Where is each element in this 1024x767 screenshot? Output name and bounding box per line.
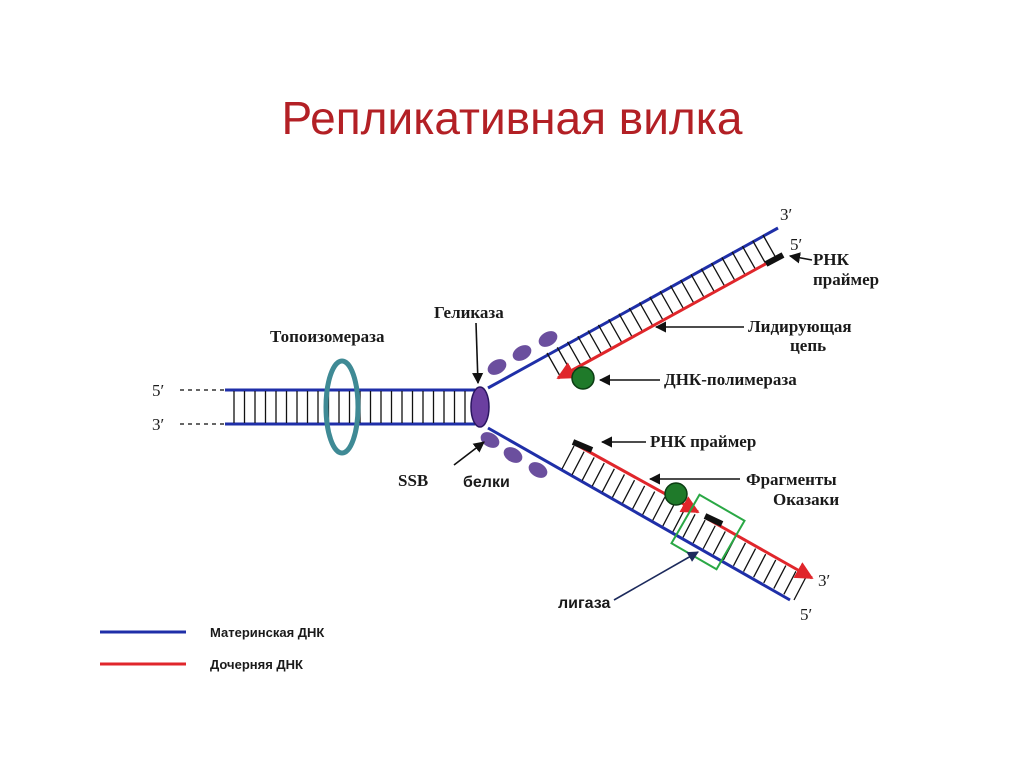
base-pair-rung: [652, 496, 666, 521]
left-top-end-label: 5′: [152, 381, 164, 400]
legend: Материнская ДНК Дочерняя ДНК: [100, 625, 324, 672]
base-pair-rung: [680, 279, 695, 304]
upper-arm: [487, 226, 785, 390]
base-pair-rung: [591, 462, 605, 487]
rna-primer-top-label-line2: праймер: [813, 270, 879, 289]
lower-arm: [487, 426, 814, 602]
dna-polymerase-lagging: [664, 482, 688, 506]
base-pair-rung: [577, 335, 592, 360]
base-pair-rung: [731, 251, 746, 276]
base-pair-rung: [611, 474, 626, 498]
ssb-arrow: [453, 441, 485, 466]
lower-arm-base-pairs: [561, 445, 807, 601]
base-pair-rung: [581, 457, 595, 481]
page-title: Репликативная вилка: [282, 92, 743, 144]
rna-primer-bottom-label: РНК праймер: [650, 432, 756, 451]
base-pair-rung: [700, 268, 715, 293]
upper-arm-base-pairs: [546, 234, 777, 377]
base-pair-rung: [659, 290, 674, 315]
topoisomerase-ring: [323, 358, 361, 456]
okazaki-label-line1: Фрагменты: [746, 470, 837, 489]
upper-arm-parental-strand: [487, 226, 779, 390]
ssb-proteins: [480, 331, 558, 478]
ssb-protein-lower-3: [528, 462, 548, 478]
base-pair-rung: [669, 285, 684, 309]
base-pair-rung: [571, 451, 585, 475]
base-pair-rung: [741, 245, 756, 270]
base-pair-rung: [639, 302, 654, 326]
dna-polymerase-leading: [571, 366, 595, 390]
base-pair-rung: [556, 347, 571, 371]
base-pair-rung: [587, 330, 602, 354]
base-pair-rung: [672, 508, 686, 532]
upper-rna-primer: [764, 252, 785, 267]
lower-arm-parental-strand: [487, 426, 791, 602]
ssb-label: SSB: [398, 471, 428, 490]
leading-strand-label-line1: Лидирующая: [748, 317, 852, 336]
ssb-protein-upper-2: [512, 345, 532, 361]
base-pair-rung: [711, 262, 726, 287]
ssb-protein-upper-1: [487, 359, 507, 375]
ssb-protein-lower-1: [480, 432, 500, 448]
helicase-label: Геликаза: [434, 303, 504, 322]
base-pair-rung: [721, 257, 736, 281]
okazaki-label-line2: Оказаки: [773, 490, 839, 509]
lower-arm-top-end-label: 3′: [818, 571, 830, 590]
base-pair-rung: [702, 525, 716, 550]
ligase-arrow: [613, 551, 699, 601]
upper-arm-bottom-end-label: 5′: [790, 235, 802, 254]
ssb-protein-lower-2: [503, 447, 523, 463]
base-pair-rung: [752, 240, 767, 264]
leading-strand: [556, 254, 781, 380]
base-pair-rung: [561, 445, 575, 470]
ligase-label: лигаза: [558, 595, 611, 612]
base-pair-rung: [597, 324, 612, 349]
base-pair-rung: [773, 565, 787, 589]
base-pair-rung: [632, 485, 646, 510]
base-pair-rung: [621, 479, 636, 504]
base-pair-rung: [712, 531, 726, 555]
base-pair-rung: [546, 352, 561, 377]
base-pair-rung: [618, 313, 633, 337]
okazaki-fragment-2: [705, 516, 814, 580]
base-pair-rung: [763, 559, 777, 584]
base-pair-rung: [682, 514, 696, 538]
base-pair-rung: [601, 468, 615, 493]
duplex-base-pairs: [233, 391, 466, 423]
base-pair-rung: [753, 553, 767, 578]
upper-arm-top-end-label: 3′: [780, 205, 792, 224]
base-pair-rung: [732, 542, 747, 567]
lower-arm-bottom-end-label: 5′: [800, 605, 812, 624]
rna-primer-top-arrow: [788, 252, 813, 264]
ssb-protein-upper-3: [538, 331, 558, 347]
base-pair-rung: [649, 296, 664, 321]
rna-primer-top-label-line1: РНК: [813, 250, 850, 269]
topoisomerase-label: Топоизомераза: [270, 327, 385, 346]
base-pair-rung: [690, 274, 705, 298]
legend-parental-label: Материнская ДНК: [210, 625, 324, 640]
proteins-label: белки: [463, 474, 510, 491]
base-pair-rung: [692, 519, 706, 544]
base-pair-rung: [742, 548, 757, 572]
pointer-arrows: [453, 252, 813, 485]
legend-daughter-label: Дочерняя ДНК: [210, 657, 303, 672]
helicase-shape: [470, 386, 490, 428]
dna-polymerase-label: ДНК-полимераза: [664, 370, 797, 389]
left-bottom-end-label: 3′: [152, 415, 164, 434]
lower-rna-primer-1: [571, 439, 594, 453]
helicase-arrow: [472, 322, 484, 385]
base-pair-rung: [783, 571, 797, 595]
base-pair-rung: [628, 307, 643, 332]
base-pair-rung: [793, 576, 807, 601]
base-pair-rung: [608, 318, 623, 343]
base-pair-rung: [567, 341, 582, 366]
leading-strand-label-line2: цепь: [790, 336, 826, 355]
lower-rna-primer-2: [703, 513, 724, 527]
base-pair-rung: [662, 502, 676, 527]
base-pair-rung: [762, 234, 777, 259]
base-pair-rung: [642, 491, 656, 515]
